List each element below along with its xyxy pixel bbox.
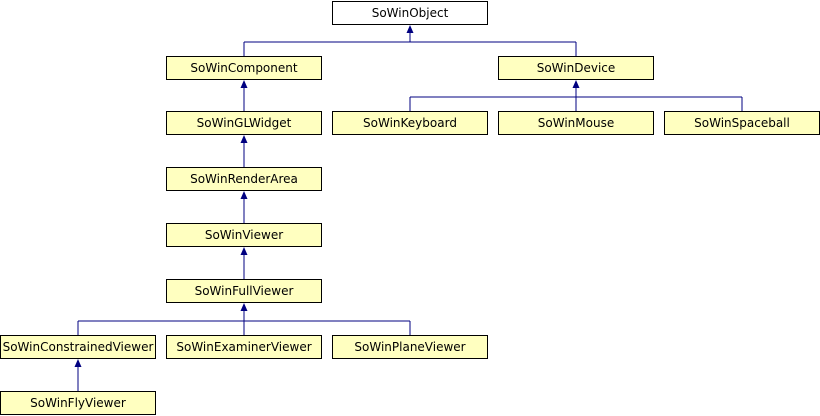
inheritance-arrowhead (240, 135, 248, 143)
inheritance-arrowhead (240, 80, 248, 88)
node-sowinobject[interactable]: SoWinObject (332, 1, 488, 25)
node-sowinmouse[interactable]: SoWinMouse (498, 111, 654, 135)
node-sowinspaceball[interactable]: SoWinSpaceball (664, 111, 820, 135)
inheritance-arrowhead (240, 191, 248, 199)
inheritance-arrowhead (240, 303, 248, 311)
node-sowinfullviewer[interactable]: SoWinFullViewer (166, 279, 322, 303)
node-sowinplaneviewer[interactable]: SoWinPlaneViewer (332, 335, 488, 359)
node-sowinkeyboard[interactable]: SoWinKeyboard (332, 111, 488, 135)
node-sowinflyviewer[interactable]: SoWinFlyViewer (0, 391, 156, 415)
node-sowinrenderarea[interactable]: SoWinRenderArea (166, 167, 322, 191)
inheritance-arrowhead (406, 25, 414, 33)
inheritance-arrowhead (572, 80, 580, 88)
node-sowincomponent[interactable]: SoWinComponent (166, 56, 322, 80)
node-sowinviewer[interactable]: SoWinViewer (166, 223, 322, 247)
inheritance-arrowhead (74, 359, 82, 367)
node-sowindevice[interactable]: SoWinDevice (498, 56, 654, 80)
node-sowinglwidget[interactable]: SoWinGLWidget (166, 111, 322, 135)
node-sowinexaminerviewer[interactable]: SoWinExaminerViewer (166, 335, 322, 359)
node-sowinconstrainedviewer[interactable]: SoWinConstrainedViewer (0, 335, 156, 359)
inheritance-arrowhead (240, 247, 248, 255)
